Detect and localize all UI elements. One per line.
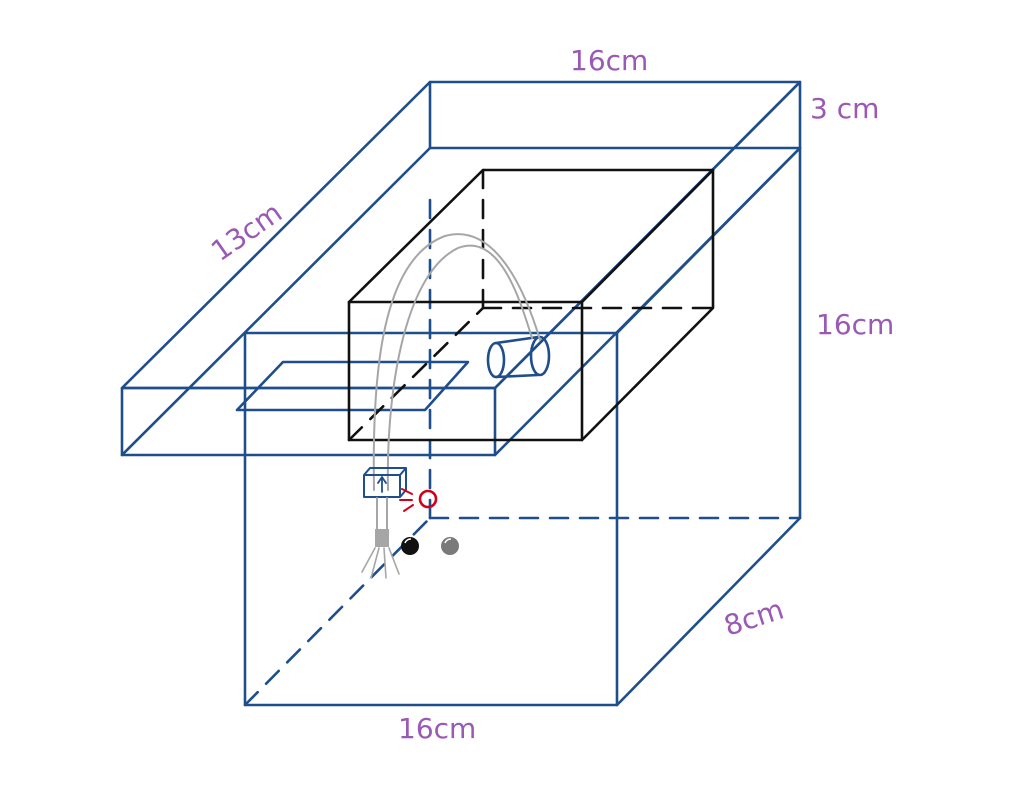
tray-opening-plate (235, 360, 470, 412)
black-ball-highlight (404, 538, 412, 544)
led-glow-lines (399, 488, 414, 512)
grey-ball-highlight (444, 538, 452, 544)
red-led (399, 488, 438, 512)
label-side-length: 13cm (205, 196, 288, 268)
inner-box-front-face (347, 300, 584, 442)
nozzle (361, 497, 400, 579)
inner-box (347, 168, 715, 442)
tray-inner-left-edge (120, 146, 432, 457)
label-depth: 8cm (720, 593, 788, 643)
wire-inner (386, 244, 533, 491)
inner-box-hidden-bottom-left (347, 306, 485, 442)
sensor-module (363, 467, 407, 498)
label-top-depth: 3 cm (810, 92, 879, 125)
cylinder-end-left (486, 341, 506, 379)
label-top-width: 16cm (570, 44, 648, 77)
top-tray (120, 80, 802, 457)
spray-lines (361, 547, 400, 579)
balls (401, 537, 459, 555)
label-height: 16cm (816, 308, 894, 341)
tray-right-face (493, 80, 802, 457)
sensor-arrow-icon (377, 476, 387, 493)
nozzle-body (375, 529, 389, 547)
led-bulb (418, 489, 438, 509)
main-box-hidden-bottom-left (243, 516, 432, 707)
dimension-labels: 16cm 3 cm 13cm 16cm 8cm 16cm (205, 44, 894, 745)
inner-box-right-face (580, 168, 715, 442)
inner-box-top-face (347, 168, 715, 304)
wire-outer (372, 233, 541, 491)
label-bottom-width: 16cm (398, 712, 476, 745)
wires (372, 233, 541, 491)
nozzle-stem (376, 497, 388, 531)
